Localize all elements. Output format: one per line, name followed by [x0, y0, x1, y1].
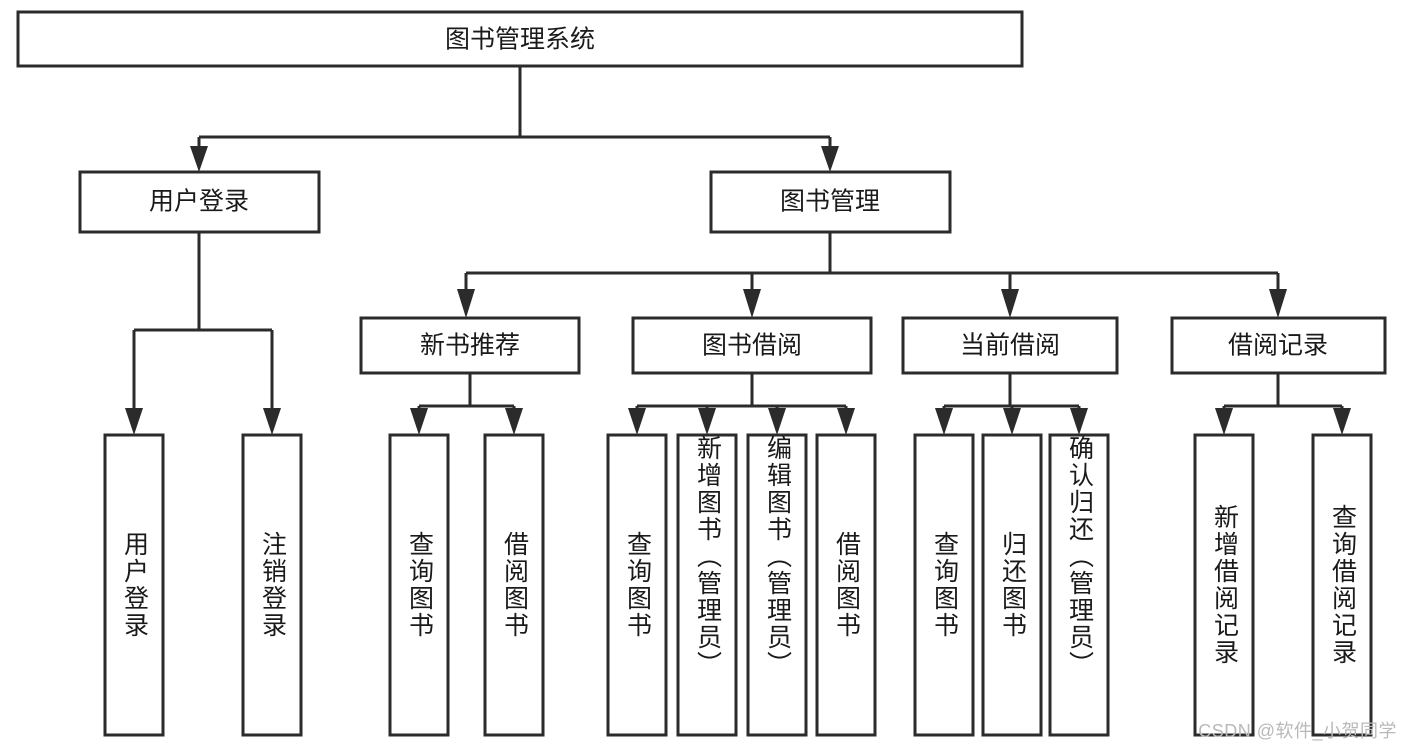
connector-group-new-book-recommend — [410, 373, 523, 435]
arrow-to-leaf-query-record — [1333, 408, 1351, 435]
connector-group-borrow-record — [1215, 373, 1351, 435]
node-user-login-label: 用户登录 — [149, 188, 249, 216]
arrow-to-leaf-return-book — [1003, 408, 1021, 435]
node-book-borrow-label: 图书借阅 — [702, 332, 802, 360]
node-current-borrow-box — [901, 316, 1119, 375]
arrow-to-borrow-record — [1269, 289, 1287, 318]
arrow-to-user-login — [190, 146, 208, 172]
node-book-management-label: 图书管理 — [780, 188, 880, 216]
leaf-box-query-book-c[interactable] — [913, 433, 975, 737]
arrow-to-current-borrow — [1001, 289, 1019, 318]
watermark: CSDN @软件_小贺同学 — [1198, 721, 1397, 741]
arrow-to-book-manage — [821, 146, 839, 172]
leaf-box-query-book-a[interactable] — [388, 433, 450, 737]
leaf-box-logout[interactable] — [241, 433, 303, 737]
connector-group-current-borrow — [935, 373, 1088, 435]
arrow-to-new-book-recommend — [457, 289, 475, 318]
leaf-box-add-book[interactable] — [676, 433, 738, 737]
arrow-to-leaf-confirm-return — [1070, 408, 1088, 435]
node-borrow-record-box — [1170, 316, 1387, 375]
node-user-login[interactable]: 用户登录 — [78, 170, 321, 234]
leaf-box-user-login[interactable] — [103, 433, 165, 737]
node-current-borrow-label: 当前借阅 — [960, 332, 1060, 360]
arrow-to-leaf-borrow-book-b — [837, 408, 855, 435]
node-new-book-recommend-box — [359, 316, 581, 375]
node-borrow-record[interactable]: 借阅记录 — [1170, 316, 1387, 375]
connector-group-user-login — [125, 232, 281, 435]
arrow-to-book-borrow — [743, 289, 761, 318]
arrow-to-leaf-add-book — [698, 408, 716, 435]
node-book-borrow-box — [631, 316, 873, 375]
leaf-box-borrow-book-b[interactable] — [815, 433, 877, 737]
node-root-book-management-system[interactable]: 图书管理系统 — [16, 10, 1024, 68]
node-user-login-box — [78, 170, 321, 234]
node-borrow-record-label: 借阅记录 — [1228, 332, 1328, 360]
node-book-borrow[interactable]: 图书借阅 — [631, 316, 873, 375]
node-current-borrow[interactable]: 当前借阅 — [901, 316, 1119, 375]
leaf-box-edit-book[interactable] — [746, 433, 808, 737]
arrow-to-leaf-borrow-book-a — [505, 408, 523, 435]
connector-group-book-borrow — [628, 373, 855, 435]
node-book-management-box — [709, 170, 952, 234]
arrow-to-leaf-query-book-c — [935, 408, 953, 435]
arrow-to-leaf-logout — [263, 408, 281, 435]
arrow-to-leaf-user-login — [125, 408, 143, 435]
node-root-label: 图书管理系统 — [445, 26, 595, 54]
leaf-box-query-record[interactable] — [1311, 433, 1373, 737]
leaf-box-confirm-return[interactable] — [1048, 433, 1110, 737]
node-new-book-recommend-label: 新书推荐 — [420, 332, 520, 360]
node-new-book-recommend[interactable]: 新书推荐 — [359, 316, 581, 375]
connector-group-book-manage — [457, 232, 1287, 318]
leaf-box-add-record[interactable] — [1193, 433, 1255, 737]
arrow-to-leaf-query-book-a — [410, 408, 428, 435]
leaf-box-borrow-book-a[interactable] — [483, 433, 545, 737]
node-root-box — [16, 10, 1024, 68]
arrow-to-leaf-add-record — [1215, 408, 1233, 435]
node-book-management[interactable]: 图书管理 — [709, 170, 952, 234]
leaf-box-query-book-b[interactable] — [606, 433, 668, 737]
arrow-to-leaf-query-book-b — [628, 408, 646, 435]
connector-group-root — [190, 66, 839, 172]
arrow-to-leaf-edit-book — [768, 408, 786, 435]
leaf-box-return-book[interactable] — [981, 433, 1043, 737]
